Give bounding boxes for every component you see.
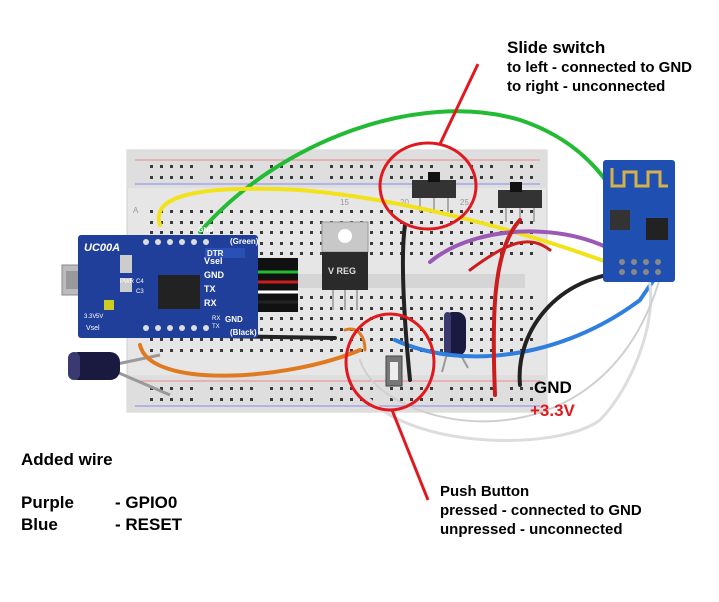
v33-rail-label: +3.3V — [530, 401, 575, 420]
c3-label: C3 — [136, 289, 144, 295]
legend-purple-name: Purple — [21, 493, 74, 512]
gnd-top-label: GND — [198, 227, 214, 234]
row-mark-a: A — [133, 206, 139, 215]
push-button-callout-line — [390, 409, 430, 501]
callouts — [344, 63, 480, 501]
red-wire-1 — [491, 218, 522, 397]
yellow-wire — [156, 186, 630, 272]
orange-wire-2 — [343, 327, 367, 352]
slide-switch-title: Slide switch — [507, 38, 606, 57]
tx-led-label: TX — [212, 324, 220, 330]
slide-switch-line1: to left - connected to GND — [507, 59, 692, 76]
board-header-pins — [143, 239, 209, 331]
pwr-label: PWR — [120, 279, 135, 285]
dtr-label: DTR — [207, 249, 224, 258]
pin-gnd: GND — [204, 270, 225, 280]
pin-vsel: Vsel — [204, 256, 223, 266]
push-button-component — [385, 355, 403, 387]
vsel-small-label: Vsel — [86, 325, 100, 332]
gnd-rail-label: GND — [534, 378, 572, 397]
black-wire-1 — [400, 223, 412, 382]
green-label: (Green) — [230, 237, 259, 246]
capacitor-left — [68, 352, 171, 397]
blue-wire — [393, 270, 662, 359]
slide-switch-callout-line — [438, 63, 480, 145]
col-mark-20: 20 — [400, 198, 409, 207]
col-mark-15: 15 — [340, 198, 349, 207]
gnd-bottom-label: GND — [225, 315, 243, 324]
regulator-label: V REG — [328, 266, 356, 276]
white-wire-2 — [359, 277, 661, 423]
black-label: (Black) — [230, 328, 257, 337]
slide-switch-callout-circle — [378, 141, 478, 231]
push-button-title: Push Button — [440, 483, 530, 500]
push-button-line1: pressed - connected to GND — [440, 502, 642, 519]
col-mark-25: 25 — [460, 198, 469, 207]
board-name: UC00A — [84, 242, 120, 254]
rx-led-label: RX — [212, 316, 220, 322]
esp-module — [603, 160, 675, 282]
voltage-regulator: V REG — [321, 221, 369, 310]
red-wire-2 — [468, 240, 552, 272]
pin-rx: RX — [204, 298, 217, 308]
slide-switch-line2: to right - unconnected — [507, 78, 666, 95]
white-wire — [368, 273, 653, 442]
push-button-line2: unpressed - unconnected — [440, 521, 623, 538]
slide-switch-1 — [412, 172, 456, 212]
3v3-label: 3.3V — [84, 314, 96, 320]
usb-serial-board: UC00A (Green) (Black) DTR GND Vsel GND T… — [61, 227, 298, 338]
5v-label: 5V — [96, 314, 103, 320]
legend-blue-name: Blue — [21, 515, 58, 534]
orange-wire — [138, 343, 362, 378]
legend-purple-signal: - GPIO0 — [115, 493, 178, 512]
added-wire-title: Added wire — [21, 450, 113, 469]
push-button-callout-circle — [344, 312, 436, 412]
pin-tx: TX — [204, 284, 216, 294]
legend-blue-signal: - RESET — [115, 515, 183, 534]
c4-label: C4 — [136, 279, 144, 285]
